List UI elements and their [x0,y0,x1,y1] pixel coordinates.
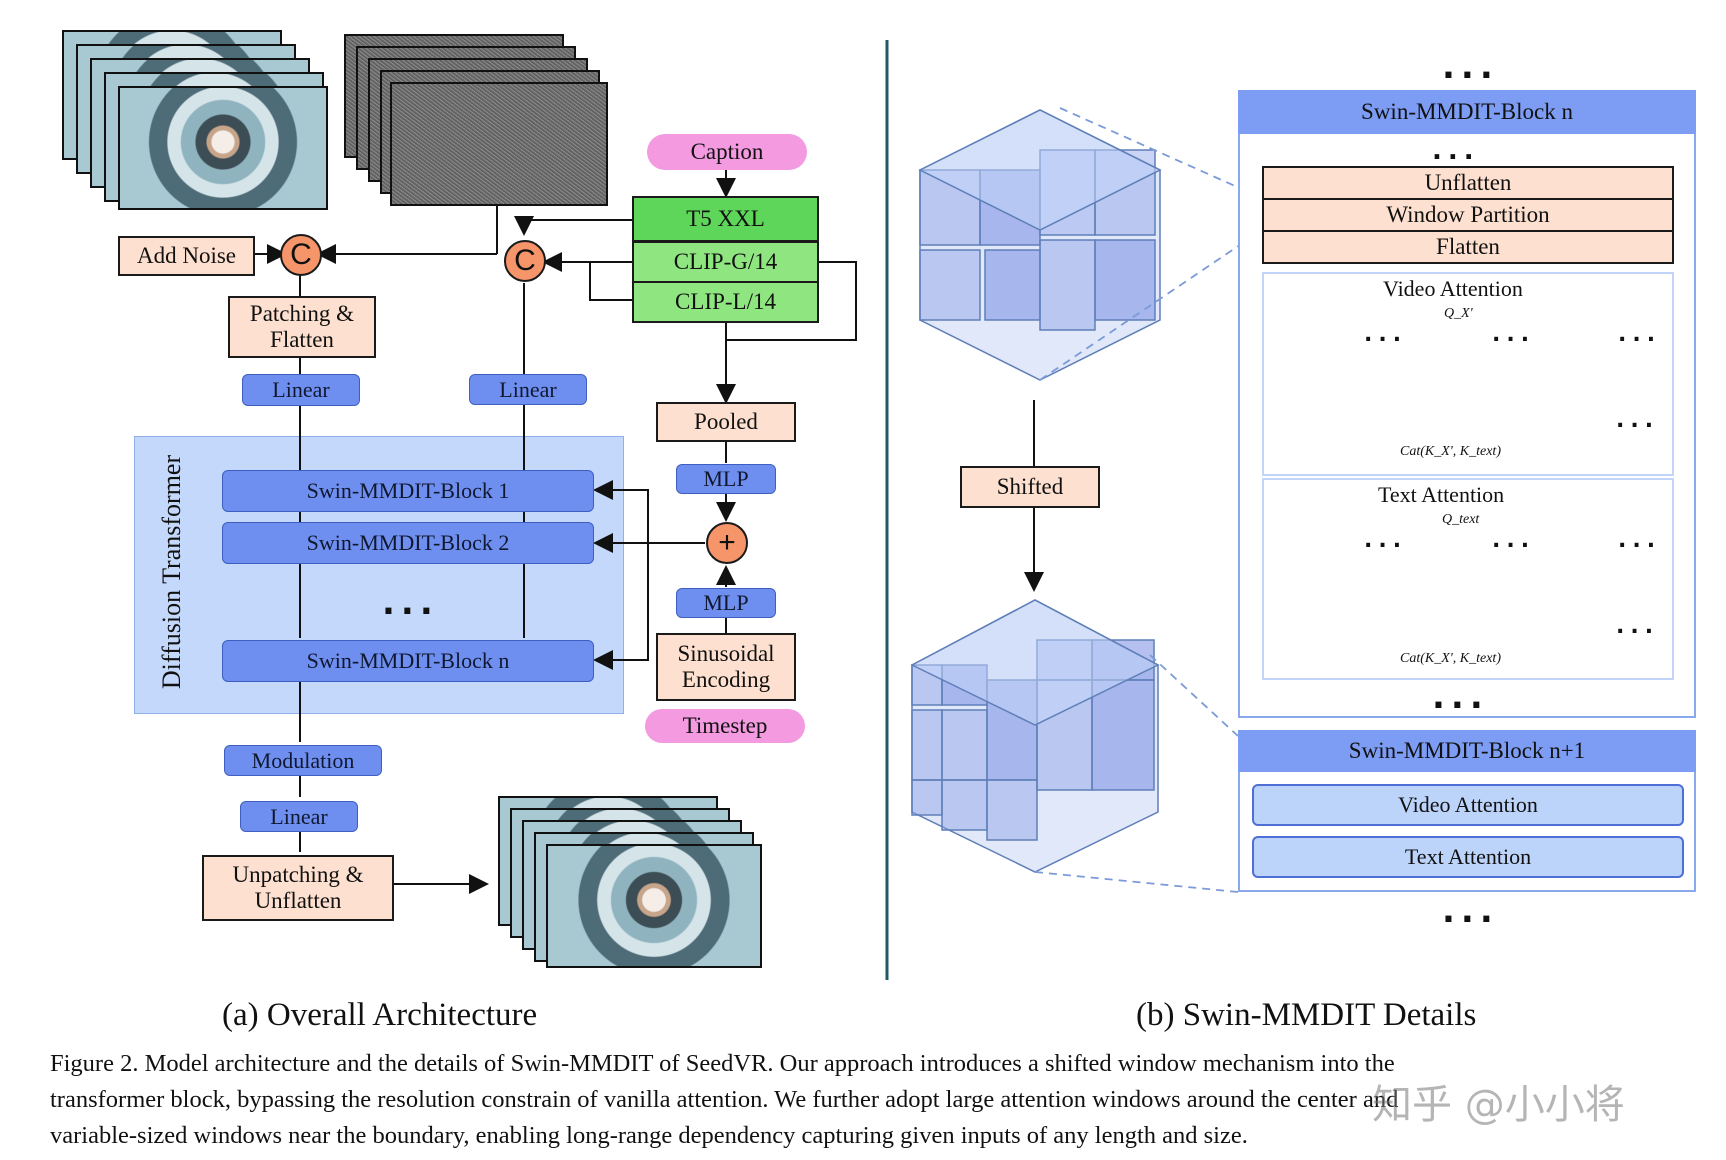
ellipsis-top: ... [1442,47,1499,87]
swin-block-n: Swin-MMDIT-Block n [222,640,594,682]
caption-pill: Caption [647,134,807,170]
modulation-box: Modulation [224,745,382,776]
pooled-box: Pooled [656,402,796,442]
linear-right: Linear [469,374,587,405]
patching-line-1: Patching & [249,300,355,326]
unpatching-line-1: Unpatching & [232,861,364,887]
ellipsis-block-n: ... [1432,136,1480,166]
caption-line-1: Figure 2. Model architecture and the det… [50,1050,1395,1077]
patching-flatten-box: Patching & Flatten [228,296,376,358]
window-cube-top [918,109,1162,381]
text-attention-panel [1262,478,1674,680]
video-q-ellipsis-1: ... [1364,322,1408,347]
output-video-frame [546,844,762,968]
video-attention-panel [1262,272,1674,476]
video-attention-box: Video Attention [1252,784,1684,826]
caption-line-2: transformer block, bypassing the resolut… [50,1086,1399,1113]
unpatching-line-2: Unflatten [254,888,342,913]
block-n1-title: Swin-MMDIT-Block n+1 [1238,730,1696,772]
ellipsis-bottom: ... [1442,891,1499,931]
text-k-ellipsis: ... [1616,614,1660,639]
swin-block-2: Swin-MMDIT-Block 2 [222,522,594,564]
cat-video-label: Cat(K_X', K_text) [1400,444,1501,459]
q-video-label: Q_X' [1444,306,1473,321]
sinusoidal-line-1: Sinusoidal [677,640,775,666]
video-attention-title: Video Attention [1383,276,1523,301]
text-q-ellipsis-3: ... [1618,528,1662,553]
blocks-ellipsis: ... [382,583,439,623]
input-video-frame [118,86,328,210]
text-q-ellipsis-1: ... [1364,528,1408,553]
window-partition-box: Window Partition [1262,198,1674,232]
block-n-title: Swin-MMDIT-Block n [1238,90,1696,134]
clip-l-box: CLIP-L/14 [632,281,819,323]
ellipsis-mid: ... [1432,677,1489,717]
text-q-ellipsis-2: ... [1492,528,1536,553]
caption-line-3: variable-sized windows near the boundary… [50,1122,1248,1149]
linear-bottom: Linear [240,801,358,832]
subtitle-b: (b) Swin-MMDIT Details [1136,997,1477,1033]
video-q-ellipsis-2: ... [1492,322,1536,347]
video-k-ellipsis: ... [1616,408,1660,433]
watermark: 知乎 @小小将 [1372,1082,1625,1128]
diffusion-transformer-label: Diffusion Transformer [157,454,186,690]
shifted-box: Shifted [960,466,1100,508]
concat-circle-right: C [504,240,546,282]
t5-xxl-box: T5 XXL [632,196,819,242]
subtitle-a: (a) Overall Architecture [222,997,538,1033]
patching-line-2: Flatten [270,327,334,352]
flatten-box: Flatten [1262,230,1674,264]
window-cube-bottom [910,599,1160,873]
mlp-bottom: MLP [676,588,776,618]
timestep-pill: Timestep [645,709,805,743]
mlp-top: MLP [676,464,776,494]
noise-frame [390,82,608,206]
plus-circle: + [706,522,748,564]
swin-block-1: Swin-MMDIT-Block 1 [222,470,594,512]
sinusoidal-line-2: Encoding [681,667,771,692]
text-attention-box: Text Attention [1252,836,1684,878]
video-q-ellipsis-3: ... [1618,322,1662,347]
unpatching-box: Unpatching & Unflatten [202,855,394,921]
text-attention-title: Text Attention [1378,482,1505,507]
concat-circle-left: C [280,234,322,276]
figure-caption: Figure 2. Model architecture and the det… [50,1046,1710,1154]
q-text-label: Q_text [1442,512,1480,527]
add-noise-box: Add Noise [118,236,255,276]
clip-g-box: CLIP-G/14 [632,241,819,283]
sinusoidal-encoding-box: Sinusoidal Encoding [656,633,796,701]
unflatten-box: Unflatten [1262,166,1674,200]
cat-text-label: Cat(K_X', K_text) [1400,651,1501,666]
linear-left: Linear [242,374,360,406]
